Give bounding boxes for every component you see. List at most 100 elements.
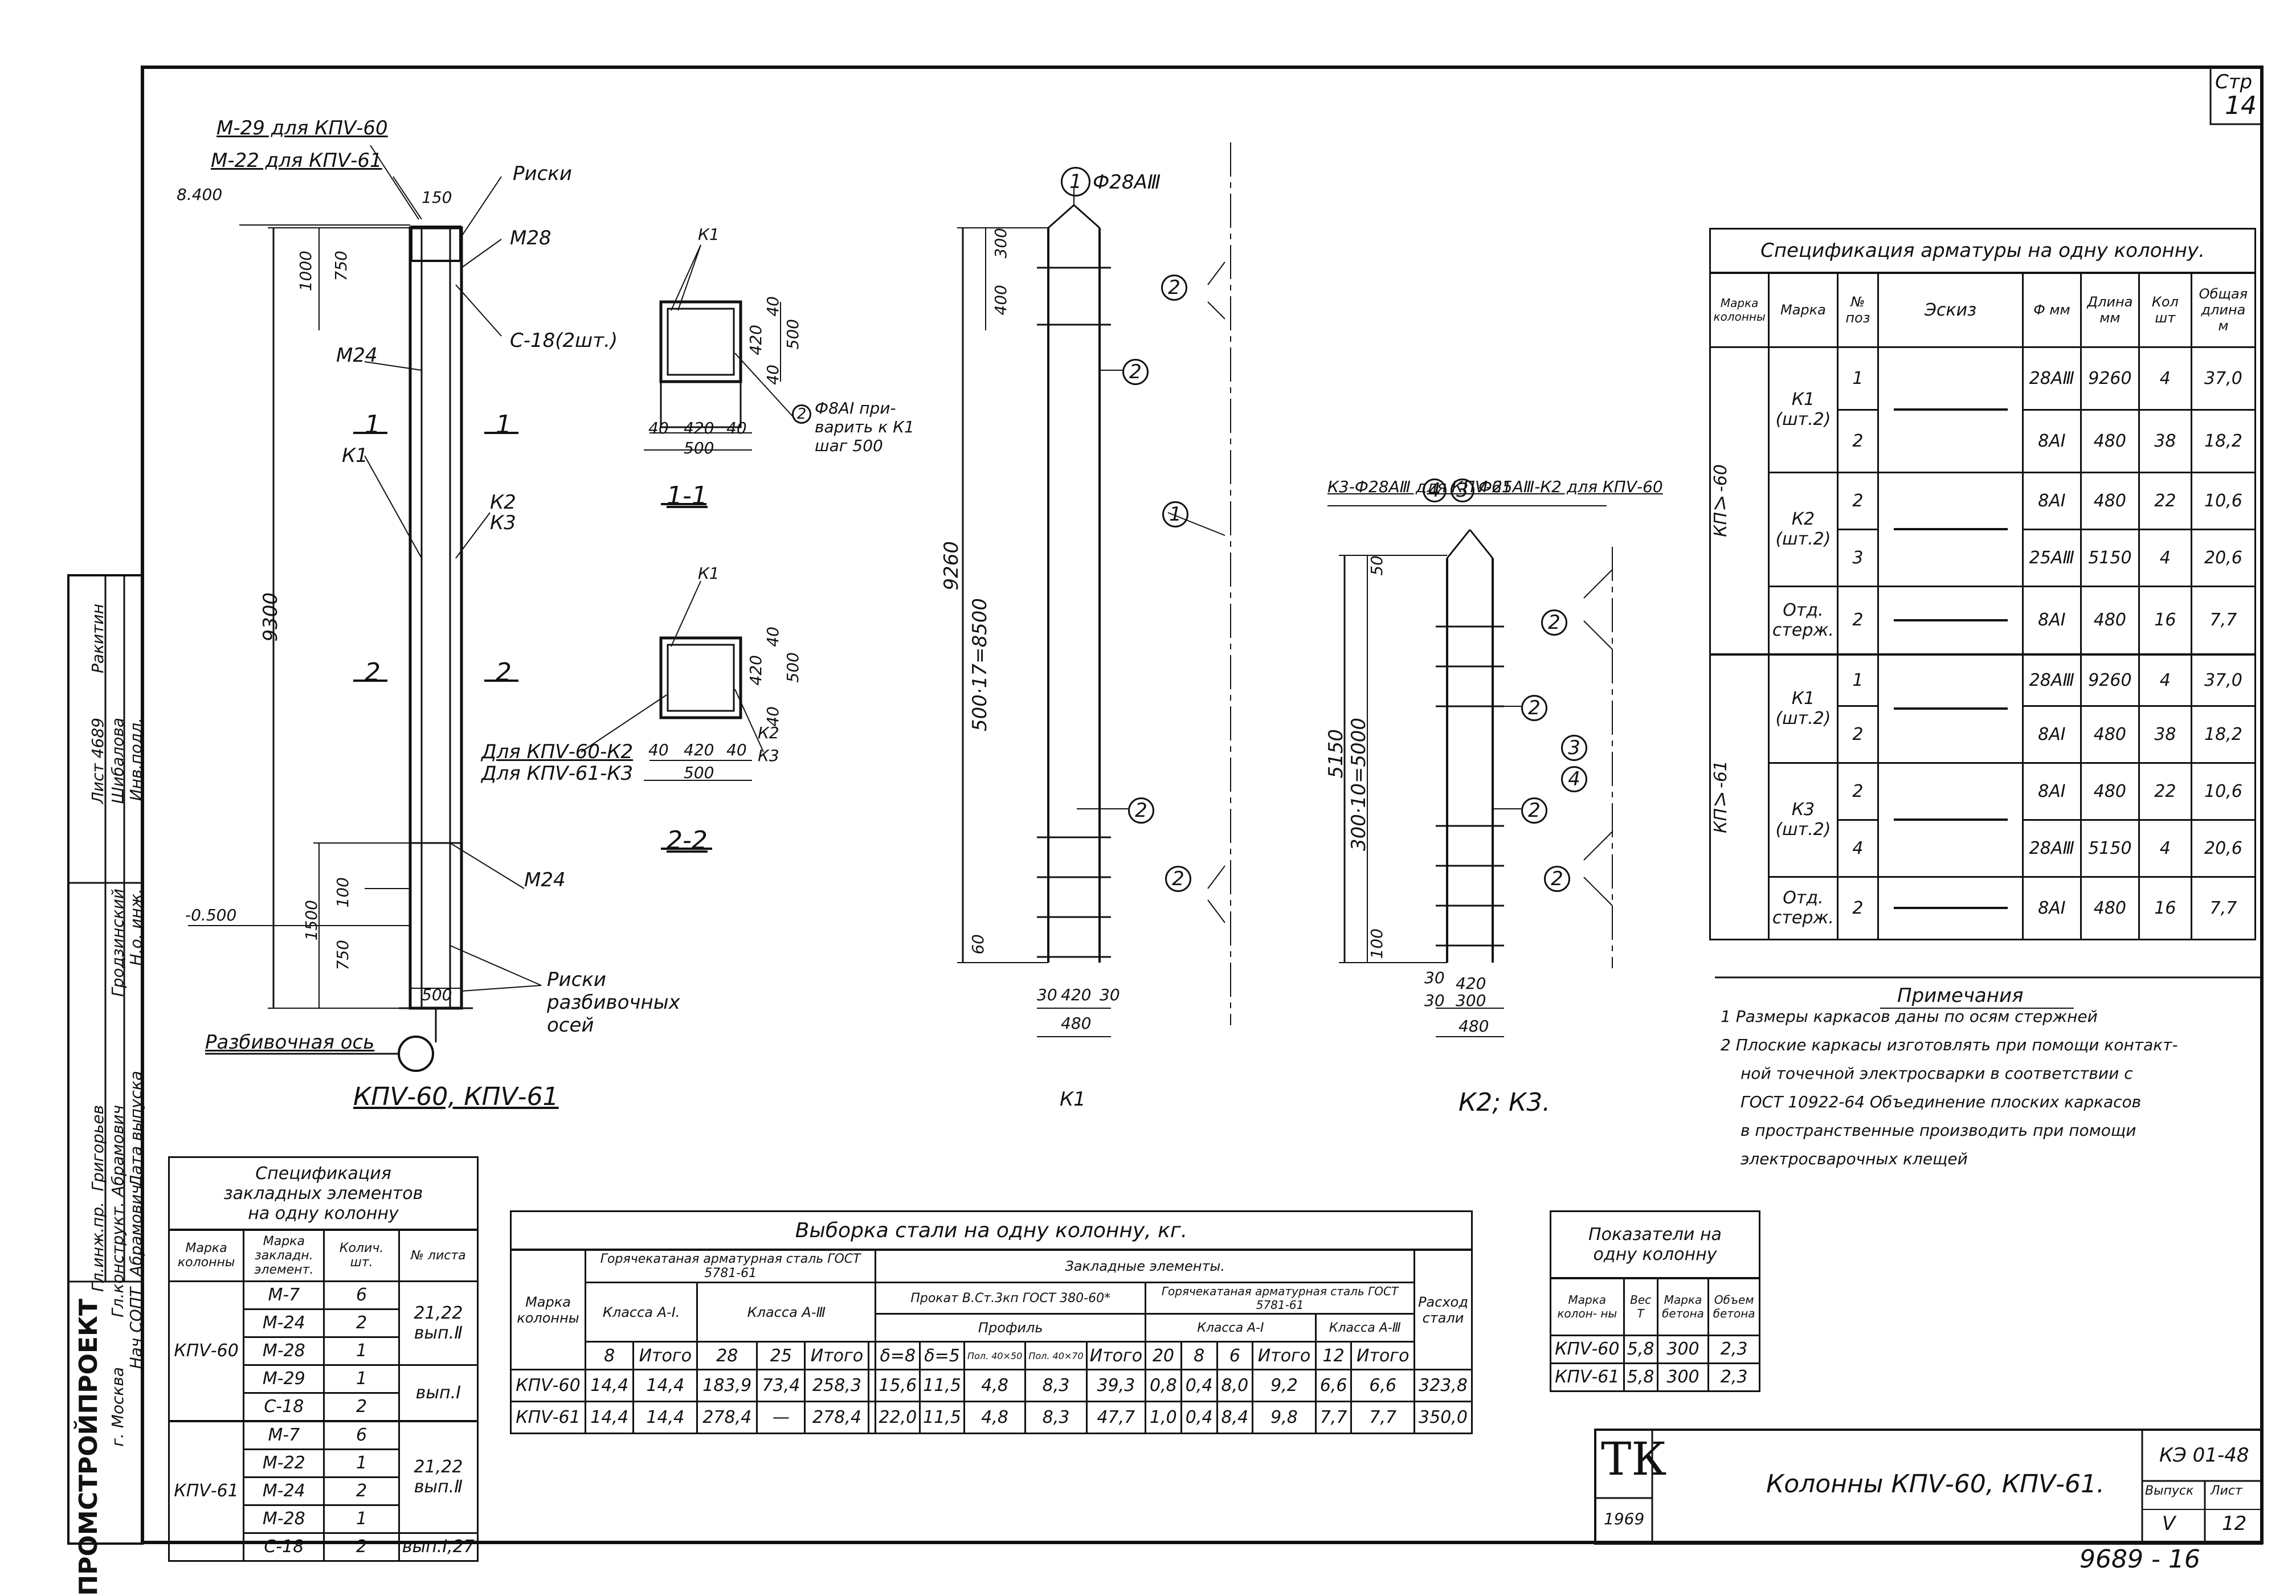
side-name-1: Абрамович xyxy=(126,1185,145,1276)
steel-sub: Итого xyxy=(632,1341,698,1370)
indicators-title-2: одну колонну xyxy=(1593,1245,1717,1264)
s11-dim-3: 40 xyxy=(726,419,747,437)
steel-row-mark: КПⅤ-61 xyxy=(510,1401,586,1434)
steel-cell: 11,5 xyxy=(919,1369,965,1402)
rebar-g2-r3-mark: К3 (шт.2) xyxy=(1768,762,1839,878)
rebar-g1-r2-qty: 38 xyxy=(2138,408,2192,473)
section-mark-2-right: 2 xyxy=(496,658,512,687)
rebar-g2-r5-qty: 16 xyxy=(2138,875,2192,940)
s22-dim-5: 500 xyxy=(783,652,802,683)
s11-dim-8: 40 xyxy=(763,365,782,385)
rebar-g2-sketch-3 xyxy=(1877,875,2024,940)
org-name: ПРОМСТРОЙПРОЕКТ xyxy=(74,1299,103,1596)
rebar-g1-r2-len: 480 xyxy=(2080,408,2140,473)
embed-g1-col: КПⅤ-60 xyxy=(167,1280,245,1422)
steel-cell: — xyxy=(756,1401,806,1434)
embed-h-mark: Марка закладн. элемент. xyxy=(243,1229,325,1282)
table-row: КПⅤ-60 К1 (шт.2) 1 28АⅢ 9260 4 37,0 xyxy=(1709,346,2257,656)
steel-h-embed: Закладные элементы. xyxy=(875,1249,1415,1283)
steel-h-total: Расход стали xyxy=(1413,1249,1473,1370)
section-mark-1-right: 1 xyxy=(496,410,512,439)
k1-rebar-label: Ф28АⅢ xyxy=(1093,171,1161,194)
side-role-4: Дата выпуска xyxy=(126,1071,145,1188)
rebar-h-qty: Кол шт xyxy=(2138,272,2192,348)
column-caption: КПⅤ-60, КПⅤ-61 xyxy=(353,1082,559,1111)
k1-callout-2c: 2 xyxy=(1128,797,1154,824)
label-k3: К3 xyxy=(490,511,516,534)
side-role-3: Гл.инж.пр. xyxy=(88,1202,107,1292)
steel-cell: 4,8 xyxy=(963,1369,1027,1402)
rebar-h-total: Общая длина м xyxy=(2190,272,2257,348)
k2-callout-2b: 2 xyxy=(1521,695,1547,721)
steel-sub: 25 xyxy=(756,1341,806,1370)
k2-bdim-2: 30 xyxy=(1424,991,1445,1010)
dim-750-top: 750 xyxy=(332,251,350,281)
rebar-h-sketch: Эскиз xyxy=(1877,272,2024,348)
rebar-h-mark: Марка xyxy=(1768,272,1839,348)
s11-dim-1: 40 xyxy=(648,419,669,437)
label-riski: Риски xyxy=(513,162,572,185)
steel-cell: 8,0 xyxy=(1216,1369,1254,1402)
k2-note-right: Ф25АⅢ-К2 для КПⅤ-60 xyxy=(1478,477,1663,496)
embed-cell: М-7 xyxy=(243,1420,325,1450)
s11-dim-4: 500 xyxy=(684,439,714,457)
k2-dim-50: 50 xyxy=(1367,555,1386,576)
steel-h-emb-rebar: Горячекатаная арматурная сталь ГОСТ 5781… xyxy=(1145,1282,1415,1315)
embed-cell: 6 xyxy=(323,1420,400,1450)
steel-h-rolled: Прокат В.Ст.3кп ГОСТ 380-60* xyxy=(875,1282,1147,1315)
steel-cell: 183,9 xyxy=(696,1369,758,1402)
steel-cell: 8,3 xyxy=(1024,1401,1088,1434)
steel-sub: Итого xyxy=(804,1341,870,1370)
steel-title: Выборка стали на одну колонну, кг. xyxy=(510,1210,1473,1251)
s11-label-k1: К1 xyxy=(698,225,720,244)
s22-dim-7: 40 xyxy=(763,706,782,727)
indicators-table: Показатели на одну колонну Марка колон- … xyxy=(1550,1210,1760,1392)
side-name-5: Гродзинский xyxy=(108,889,127,997)
k1-dim-300: 300 xyxy=(991,228,1010,259)
k2-callout-2a: 2 xyxy=(1541,609,1567,636)
embed-cell: М-24 xyxy=(243,1308,325,1338)
steel-sub: Пол. 40×50 xyxy=(963,1341,1027,1370)
k2-callout-3: 3 xyxy=(1451,478,1474,502)
embed-cell: М-22 xyxy=(243,1448,325,1478)
table-row: 4 28АⅢ 5150 4 20,6 xyxy=(1710,819,2257,878)
side-name-6: Шибалова xyxy=(108,718,127,804)
k2-bdim-4: 300 xyxy=(1456,991,1486,1010)
k2-dim-100: 100 xyxy=(1367,928,1386,959)
label-k1: К1 xyxy=(342,444,368,467)
embed-sheet: вып.Ⅰ xyxy=(398,1364,479,1422)
embed-spec-table: Спецификация закладных элементов на одну… xyxy=(167,1156,479,1562)
side-number-1: Лист 4689 xyxy=(88,718,107,804)
steel-h-emb-A3: Класса А-Ⅲ xyxy=(1314,1313,1416,1343)
steel-cell: 7,7 xyxy=(1314,1401,1353,1434)
rebar-h-pos: № поз xyxy=(1836,272,1880,348)
embed-cell: М-7 xyxy=(243,1280,325,1310)
k2-callout-3b: 3 xyxy=(1561,735,1587,761)
steel-cell: 47,7 xyxy=(1085,1401,1147,1434)
rebar-g2-r1-mark: К1 (шт.2) xyxy=(1768,653,1839,764)
rebar-g1-r5-qty: 16 xyxy=(2138,585,2192,656)
rebar-g1-r4-qty: 4 xyxy=(2138,528,2192,587)
rebar-g1-r3-d: 8АⅠ xyxy=(2021,471,2082,530)
rebar-spec-table: Спецификация арматуры на одну колонну. М… xyxy=(1709,228,2257,940)
steel-cell: 14,4 xyxy=(584,1401,635,1434)
k2-callout-4: 4 xyxy=(1423,478,1447,502)
s22-callout-1: Для КПⅤ-60-К2 xyxy=(481,740,634,763)
embed-cell: С-18 xyxy=(243,1532,325,1562)
section-caption-2-2: 2-2 xyxy=(667,826,708,855)
steel-cell: 0,8 xyxy=(1145,1369,1182,1402)
table-row: КПⅤ-61 К1 (шт.2) 1 28АⅢ 9260 4 37,0 xyxy=(1709,653,2257,940)
k1-dim-8500: 500·17=8500 xyxy=(969,598,991,731)
label-c18: С-18(2шт.) xyxy=(510,329,618,352)
rebar-g1-r2-total: 18,2 xyxy=(2190,408,2257,473)
rebar-g1-r2-pos: 2 xyxy=(1836,408,1880,473)
steel-sub: 12 xyxy=(1314,1341,1353,1370)
embed-h-sheet: № листа xyxy=(398,1229,479,1282)
steel-cell: 9,8 xyxy=(1252,1401,1317,1434)
embed-cell: 2 xyxy=(323,1392,400,1422)
rebar-spec-title: Спецификация арматуры на одну колонну. xyxy=(1709,228,2256,274)
table-row: КПⅤ-61 14,4 14,4 278,4 — 278,4 22,0 11,5… xyxy=(510,1401,1473,1434)
rebar-g1-r1-len: 9260 xyxy=(2080,346,2140,411)
